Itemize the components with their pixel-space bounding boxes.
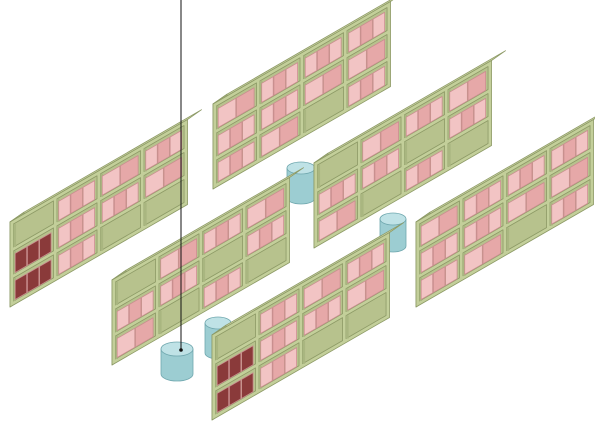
cell-shade [202, 259, 205, 282]
cell-shade [448, 144, 451, 167]
stool-seat [287, 162, 315, 174]
cell-shade [404, 142, 407, 165]
cell-shade [506, 228, 509, 251]
stool [287, 162, 315, 204]
cell-shade [302, 341, 305, 364]
cell-shade [317, 165, 320, 188]
cell-shade [159, 311, 162, 334]
cell-shade [246, 261, 249, 284]
cell-shade [215, 337, 218, 360]
cell-shade [346, 316, 349, 339]
cell-shade [144, 203, 147, 226]
cell-shade [303, 110, 306, 133]
cell-shade [100, 228, 103, 251]
cell-shade [13, 224, 16, 247]
pointer-dot [179, 348, 183, 352]
stool-seat [161, 342, 193, 356]
cell-shade [115, 282, 118, 305]
stool [161, 342, 193, 381]
cell-shade [361, 194, 364, 217]
